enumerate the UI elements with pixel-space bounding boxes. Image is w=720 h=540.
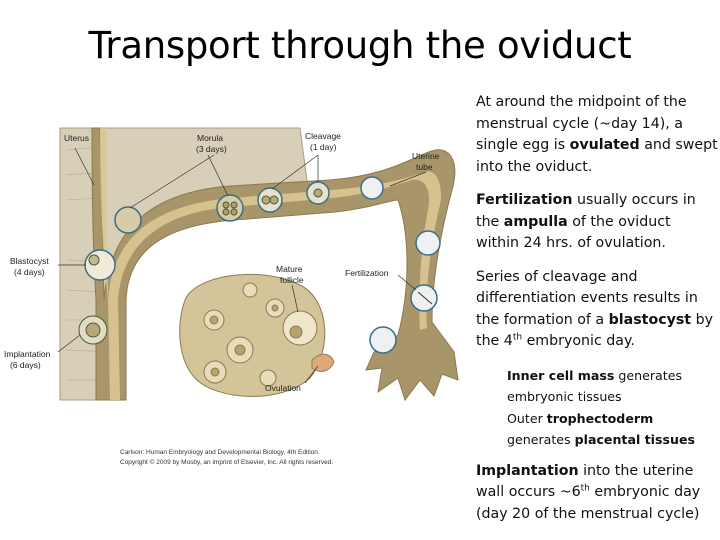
blastocyst-subpoints: Inner cell mass generates embryonic tiss…	[507, 365, 718, 451]
label-uterus: Uterus	[64, 133, 89, 143]
subpoint-inner-cell-mass: Inner cell mass generates embryonic tiss…	[507, 367, 683, 405]
morula-embryo-2	[216, 194, 244, 222]
ovary	[179, 273, 335, 397]
label-uterine-tube-2: tube	[416, 162, 433, 172]
slide-title: Transport through the oviduct	[88, 24, 632, 67]
zygote	[360, 176, 384, 200]
subpoint-trophectoderm: Outer trophectoderm generates placental …	[507, 410, 695, 448]
label-morula: Morula	[197, 133, 223, 143]
pronuclear-egg	[415, 230, 441, 256]
label-morula-days: (3 days)	[196, 144, 227, 154]
label-implantation: Implantation	[4, 349, 51, 359]
slide-body-text: At around the midpoint of the menstrual …	[476, 92, 718, 537]
label-blastocyst: Blastocyst	[10, 256, 49, 266]
paragraph-fertilization: Fertilization usually occurs in the ampu…	[476, 192, 696, 251]
blastocyst-embryo	[84, 249, 116, 281]
figure-credit-1: Carlson: Human Embryology and Developmen…	[120, 449, 320, 456]
label-fertilization: Fertilization	[345, 268, 389, 278]
label-cleavage: Cleavage	[305, 131, 341, 141]
paragraph-blastocyst: Series of cleavage and differentiation e…	[476, 268, 714, 350]
label-implantation-days: (6 days)	[10, 360, 41, 370]
label-cleavage-days: (1 day)	[310, 142, 337, 152]
figure-credit-2: Copyright © 2009 by Mosby, an imprint of…	[120, 458, 333, 466]
fertilized-egg	[410, 284, 438, 312]
label-mature-follicle-2: follicle	[280, 275, 304, 285]
label-ovulation: Ovulation	[265, 383, 301, 393]
embryo-stages	[78, 176, 441, 354]
morula-embryo-1	[114, 206, 142, 234]
label-uterine-tube: Uterine	[412, 151, 440, 161]
label-mature-follicle: Mature	[276, 264, 303, 274]
label-blastocyst-days: (4 days)	[14, 267, 45, 277]
oviduct-diagram: Uterus Morula (3 days) Cleavage (1 day) …	[4, 127, 459, 466]
paragraph-ovulation: At around the midpoint of the menstrual …	[476, 94, 718, 175]
paragraph-implantation: Implantation into the uterine wall occur…	[476, 462, 701, 522]
ovulated-egg	[369, 326, 397, 354]
